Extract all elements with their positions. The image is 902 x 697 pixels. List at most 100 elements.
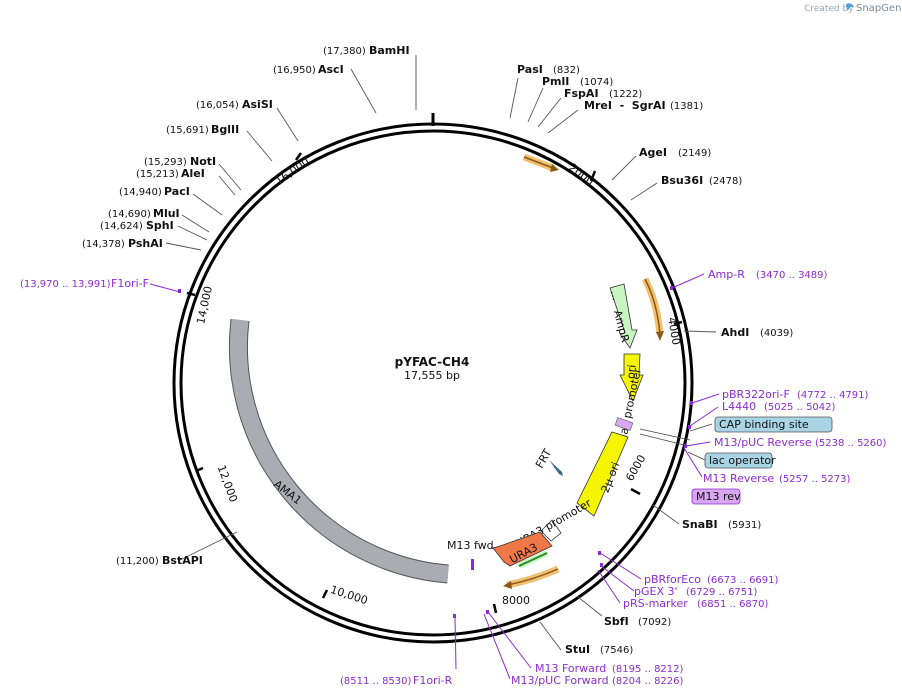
plasmid-name: pYFAC-CH4 (395, 355, 470, 369)
enzyme-alei[interactable]: AleI (181, 167, 205, 180)
enzyme-pos: (14,624) (100, 221, 143, 232)
enzyme-bamhi[interactable]: BamHI (369, 44, 410, 57)
enzyme-pos: (832) (553, 65, 580, 76)
m13-rev-box[interactable] (691, 488, 741, 505)
tick-label: 8000 (502, 594, 530, 607)
primer-m13-puc-forward[interactable]: M13/pUC Forward (511, 674, 609, 687)
snapgene-logo-icon (846, 3, 854, 11)
primer-pos: (6851 .. 6870) (697, 599, 769, 610)
primer-pos: (13,970 .. 13,991) (20, 279, 111, 290)
enzyme-pos: (2149) (678, 148, 711, 159)
primer-pos: (6729 .. 6751) (686, 587, 758, 598)
primer-f1ori-r[interactable]: F1ori-R (413, 674, 453, 687)
tick-label: 10,000 (329, 583, 370, 607)
enzyme-ahdi[interactable]: AhdI (721, 326, 749, 339)
boxed-features: CAP binding site lac operator M13 rev (687, 416, 833, 505)
enzyme-pos: (1222) (609, 89, 642, 100)
primer-pbrforeco[interactable]: pBRforEco (644, 573, 701, 586)
plasmid-length: 17,555 bp (404, 369, 460, 382)
cap-binding-site-label: CAP binding site (719, 418, 809, 431)
primer-pos: (6673 .. 6691) (707, 575, 779, 586)
enzyme-pos: (4039) (760, 328, 793, 339)
enzyme-bsu36i[interactable]: Bsu36I (661, 174, 703, 187)
enzyme-pos: (2478) (709, 176, 742, 187)
primer-leaders (149, 273, 720, 680)
ampr-dots: ... (608, 289, 623, 303)
enzyme-pos: (16,054) (196, 100, 239, 111)
enzyme-pos: (16,950) (273, 65, 316, 76)
enzyme-bglii[interactable]: BglII (211, 123, 239, 136)
enzyme-pos: (15,293) (144, 157, 187, 168)
primer-list: (13,970 .. 13,991) F1ori-F Amp-R (3470 .… (20, 268, 887, 687)
cap-binding-site-box[interactable] (714, 416, 833, 433)
enzyme-snabi[interactable]: SnaBI (682, 518, 718, 531)
enzyme-agei[interactable]: AgeI (639, 146, 667, 159)
primer-marks (178, 286, 693, 618)
enzyme-paci[interactable]: PacI (164, 185, 190, 198)
ori-feature[interactable]: ori (619, 353, 644, 402)
enzyme-pos: (5931) (728, 520, 761, 531)
credit-prefix: Created by (804, 4, 854, 14)
enzyme-pos: (14,940) (119, 187, 162, 198)
ori-label: ori (624, 364, 638, 379)
tick-label: 16,000 (273, 155, 312, 188)
lac-operator-box[interactable] (704, 452, 773, 469)
lac-operator-label: lac operator (709, 454, 776, 467)
enzyme-pos: (17,380) (323, 46, 366, 57)
m13-rev-label: M13 rev (696, 490, 741, 503)
primer-pos: (5025 .. 5042) (764, 402, 836, 413)
enzyme-list-left: (17,380) BamHI (16,950) AscI (16,054) As… (82, 44, 410, 567)
enzyme-leaders (165, 55, 717, 651)
backbone (172, 113, 694, 644)
enzyme-pos: (1074) (580, 77, 613, 88)
enzyme-mlui[interactable]: MluI (153, 207, 180, 220)
primer-m13-reverse[interactable]: M13 Reverse (703, 472, 774, 485)
enzyme-pos: (14,690) (108, 209, 151, 220)
enzyme-list-right: PasI (832) PmlI (1074) FspAI (1222) MreI… (517, 63, 793, 656)
primer-pos: (5257 .. 5273) (779, 474, 851, 485)
enzyme-sbfi[interactable]: SbfI (604, 615, 629, 628)
tick-label: 6000 (623, 453, 648, 484)
enzyme-bstapi[interactable]: BstAPI (162, 554, 203, 567)
enzyme-mrei-sgrai[interactable]: MreI - SgrAI (584, 99, 666, 112)
primer-pbr322ori-f[interactable]: pBR322ori-F (722, 388, 790, 401)
enzyme-noti[interactable]: NotI (190, 155, 216, 168)
enzyme-fspai[interactable]: FspAI (564, 87, 599, 100)
tick-label: 12,000 (215, 463, 240, 504)
primer-m13-puc-reverse[interactable]: M13/pUC Reverse (714, 436, 812, 449)
primer-f1ori-f[interactable]: F1ori-F (111, 277, 149, 290)
enzyme-pos: (14,378) (82, 239, 125, 250)
enzyme-pmli[interactable]: PmlI (542, 75, 569, 88)
m13-fwd-label[interactable]: M13 fwd (447, 539, 494, 552)
enzyme-pos: (15,213) (136, 169, 179, 180)
primer-l4440[interactable]: L4440 (722, 400, 756, 413)
ampr-feature[interactable]: ... AmpR (608, 283, 638, 349)
enzyme-pshai[interactable]: PshAI (128, 237, 163, 250)
enzyme-pos: (7092) (638, 617, 671, 628)
tick-marks: 2000 4000 6000 8000 10,000 12,000 14,000… (186, 152, 683, 614)
tick-label: 4000 (665, 316, 683, 346)
enzyme-asci[interactable]: AscI (318, 63, 344, 76)
primer-prs-marker[interactable]: pRS-marker (623, 597, 688, 610)
ura3-orf-arrow (517, 550, 549, 569)
enzyme-pos: (15,691) (166, 125, 209, 136)
frt-feature[interactable]: FRT (533, 447, 563, 476)
primer-pos: (3470 .. 3489) (756, 270, 828, 281)
enzyme-pos: (7546) (600, 645, 633, 656)
primer-amp-r[interactable]: Amp-R (708, 268, 745, 281)
enzyme-pos: (1381) (670, 101, 703, 112)
primer-pos: (5238 .. 5260) (815, 438, 887, 449)
primer-pos: (8204 .. 8226) (612, 676, 684, 687)
enzyme-sphi[interactable]: SphI (146, 219, 174, 232)
enzyme-pos: (11,200) (116, 556, 159, 567)
primer-m13-forward[interactable]: M13 Forward (535, 662, 606, 675)
enzyme-asisi[interactable]: AsiSI (242, 98, 273, 111)
primer-pgex-3[interactable]: pGEX 3' (634, 585, 678, 598)
orf-arrows (503, 153, 664, 589)
primer-pos: (8195 .. 8212) (612, 664, 684, 675)
primer-pos: (8511 .. 8530) (340, 676, 412, 687)
credit-brand: SnapGene (856, 3, 902, 14)
enzyme-pasi[interactable]: PasI (517, 63, 543, 76)
enzyme-stui[interactable]: StuI (565, 643, 590, 656)
